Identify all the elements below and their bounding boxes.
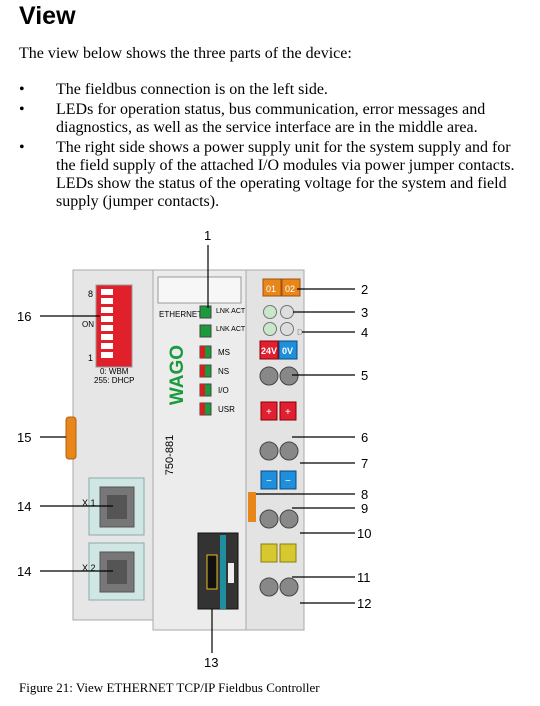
bullet-list: • The fieldbus connection is on the left … <box>19 81 534 213</box>
pwr-0v-terminal <box>278 340 298 360</box>
callout-numbers: 1 2 3 4 5 6 7 8 9 10 11 12 13 14 14 15 1… <box>17 228 371 670</box>
bullet-text: The fieldbus connection is on the left s… <box>56 81 328 98</box>
callout-12: 12 <box>357 596 371 611</box>
dip-mode-dhcp: 255: DHCP <box>94 376 134 385</box>
led-label-usr: USR <box>218 405 235 414</box>
plus-terminal <box>279 401 297 421</box>
callout-1: 1 <box>204 228 211 243</box>
ground-terminal <box>260 543 278 563</box>
service-slot <box>228 563 234 583</box>
dip-switch-levers <box>101 289 113 358</box>
callout-3: 3 <box>361 305 368 320</box>
led-02 <box>281 278 301 297</box>
minus-label: − <box>266 476 272 487</box>
spring-clamp <box>279 577 299 597</box>
callout-14: 14 <box>17 564 31 579</box>
list-item: • The fieldbus connection is on the left … <box>19 81 534 99</box>
callout-lines <box>40 245 355 653</box>
led-02-label: 02 <box>285 284 295 294</box>
port-label-x2: X 2 <box>82 563 96 573</box>
rj45-x1-socket <box>107 495 127 519</box>
callout-16: 16 <box>17 309 31 324</box>
callout-9: 9 <box>361 501 368 516</box>
ethernet-label: ETHERNET <box>159 310 202 319</box>
list-item: • LEDs for operation status, bus communic… <box>19 101 534 137</box>
dip-label-1: 1 <box>88 353 93 363</box>
rj45-x2-socket <box>107 560 127 584</box>
led-usr-red <box>200 403 205 415</box>
bullet-text: The right side shows a power supply unit… <box>56 139 515 210</box>
led-ms-red <box>200 346 205 358</box>
led-label-ms: MS <box>218 348 230 357</box>
bullet-marker: • <box>19 139 25 156</box>
led-c <box>280 305 294 319</box>
jumper-contact <box>248 492 256 522</box>
device-figure: 8 ON 1 0: WBM 255: DHCP X 1 X 2 ETHERNET… <box>17 228 371 670</box>
bullet-marker: • <box>19 81 25 98</box>
callout-5: 5 <box>361 368 368 383</box>
callout-2: 2 <box>361 282 368 297</box>
dip-mode-wbm: 0: WBM <box>100 367 129 376</box>
callout-7: 7 <box>361 456 368 471</box>
list-item: • The right side shows a power supply uni… <box>19 139 534 211</box>
led-01 <box>262 278 282 297</box>
led-lnk-act-2 <box>199 324 212 338</box>
callout-11: 11 <box>357 570 371 585</box>
spring-clamp <box>279 441 299 461</box>
port-label-x1: X 1 <box>82 498 96 508</box>
spring-clamp <box>259 366 279 386</box>
dip-label-8: 8 <box>88 289 93 299</box>
led-label-ns: NS <box>218 367 229 376</box>
led-a <box>263 305 277 319</box>
led-ns-red <box>200 365 205 377</box>
pwr-24v-label: 24V <box>261 346 277 356</box>
service-interface-strip <box>220 535 226 609</box>
led-b <box>263 322 277 336</box>
callout-10: 10 <box>357 526 371 541</box>
callout-6: 6 <box>361 430 368 445</box>
wago-logo: WAGO <box>167 345 188 405</box>
callout-15: 15 <box>17 430 31 445</box>
pwr-24v-terminal <box>259 340 279 360</box>
led-label-io: I/O <box>218 386 229 395</box>
callout-14: 14 <box>17 499 31 514</box>
service-connector <box>206 554 218 590</box>
marker-slot <box>157 276 242 304</box>
ground-terminal <box>279 543 297 563</box>
intro-paragraph: The view below shows the three parts of … <box>19 45 352 62</box>
led-01-label: 01 <box>266 284 276 294</box>
minus-terminal <box>260 470 278 490</box>
minus-label: − <box>285 476 291 487</box>
bullet-marker: • <box>19 101 25 118</box>
plus-label: + <box>266 407 272 418</box>
led-io-red <box>200 384 205 396</box>
figure-caption: Figure 21: View ETHERNET TCP/IP Fieldbus… <box>19 680 320 695</box>
minus-terminal <box>279 470 297 490</box>
plus-label: + <box>285 407 291 418</box>
callout-13: 13 <box>204 655 218 670</box>
spring-clamp <box>259 441 279 461</box>
spring-clamp <box>259 509 279 529</box>
spring-clamp <box>259 577 279 597</box>
pwr-0v-label: 0V <box>282 346 293 356</box>
callout-8: 8 <box>361 487 368 502</box>
spring-clamp <box>279 509 299 529</box>
bullet-text: LEDs for operation status, bus communica… <box>56 101 486 136</box>
led-label-lnk-act-2: LNK ACT 2 <box>216 326 251 333</box>
model-number: 750-881 <box>164 435 176 475</box>
led-d-label: D <box>297 328 303 337</box>
callout-4: 4 <box>361 325 368 340</box>
plus-terminal <box>260 401 278 421</box>
led-label-lnk-act-1: LNK ACT 1 <box>216 308 251 315</box>
led-d <box>280 322 294 336</box>
led-lnk-act-1 <box>199 305 212 319</box>
dip-label-on: ON <box>82 320 94 329</box>
release-latch <box>65 416 77 460</box>
spring-clamp <box>279 366 299 386</box>
page-heading: View <box>19 2 76 30</box>
